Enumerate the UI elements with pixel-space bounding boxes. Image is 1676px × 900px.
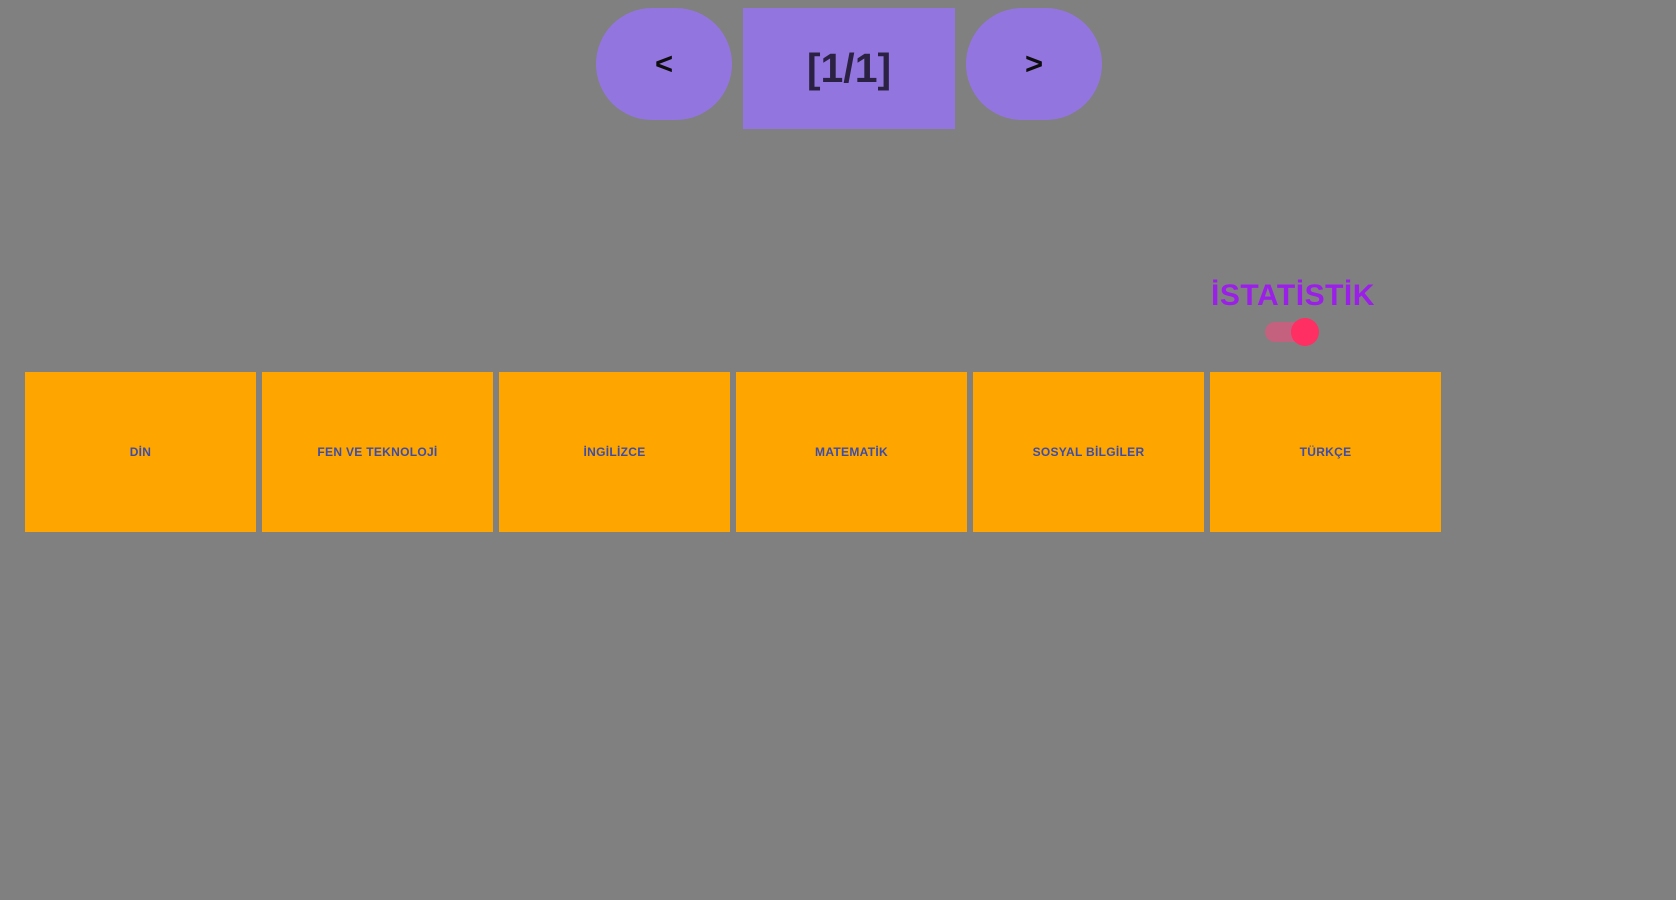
page-indicator[interactable]: [1/1] <box>743 8 955 129</box>
subject-card[interactable]: MATEMATİK <box>736 372 967 532</box>
statistics-toggle[interactable] <box>1265 318 1321 346</box>
toggle-knob[interactable] <box>1291 318 1319 346</box>
statistics-label: İSTATİSTİK <box>1211 279 1375 312</box>
statistics-control: İSTATİSTİK <box>1203 278 1383 346</box>
subject-card-label: SOSYAL BİLGİLER <box>1032 445 1145 459</box>
subject-card-label: TÜRKÇE <box>1299 445 1352 459</box>
subject-card[interactable]: TÜRKÇE <box>1210 372 1441 532</box>
subject-card-label: MATEMATİK <box>815 445 888 459</box>
subject-card-list: DİN FEN VE TEKNOLOJİ İNGİLİZCE MATEMATİK… <box>25 372 1441 532</box>
subject-card-label: FEN VE TEKNOLOJİ <box>317 445 438 459</box>
subject-card[interactable]: SOSYAL BİLGİLER <box>973 372 1204 532</box>
next-page-button[interactable]: > <box>966 8 1102 120</box>
subject-card-label: DİN <box>129 445 152 459</box>
subject-card[interactable]: FEN VE TEKNOLOJİ <box>262 372 493 532</box>
subject-card[interactable]: DİN <box>25 372 256 532</box>
pagination-controls: < [1/1] > <box>596 8 1102 129</box>
subject-card[interactable]: İNGİLİZCE <box>499 372 730 532</box>
subject-card-label: İNGİLİZCE <box>583 445 646 459</box>
prev-page-button[interactable]: < <box>596 8 732 120</box>
